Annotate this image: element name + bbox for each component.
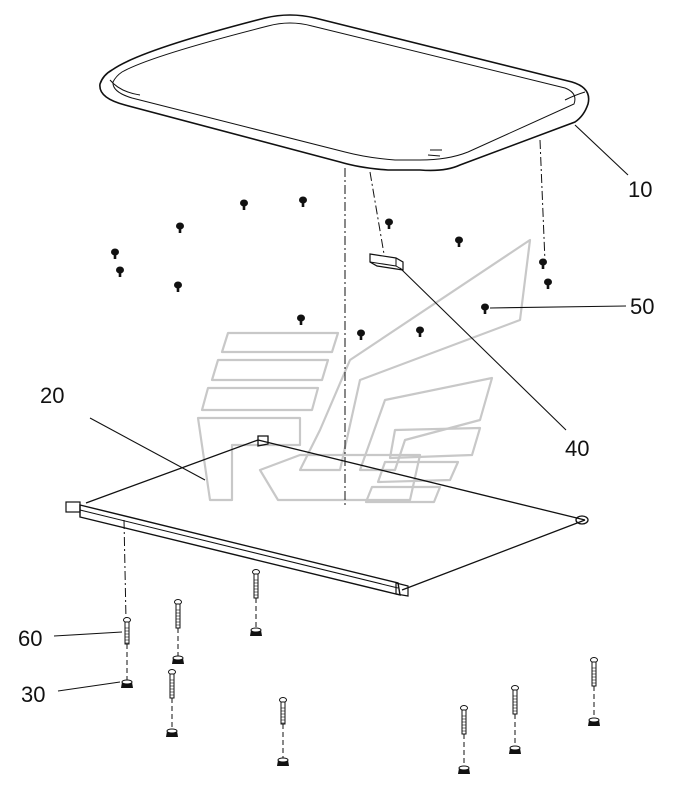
callout-30: 30 <box>21 682 45 707</box>
nut <box>509 745 521 754</box>
nut <box>588 717 600 726</box>
bolt <box>174 599 182 629</box>
block-part-40 <box>369 253 404 271</box>
bolt <box>460 705 468 735</box>
bolt <box>168 669 176 699</box>
nut <box>172 655 184 664</box>
screw <box>544 278 552 289</box>
screw <box>297 314 305 325</box>
bolt <box>590 657 598 687</box>
roller-blind <box>65 435 589 597</box>
watermark-logo <box>196 238 532 504</box>
callout-40: 40 <box>565 436 589 461</box>
bolt <box>511 685 519 715</box>
screw <box>240 199 248 210</box>
callout-60: 60 <box>18 626 42 651</box>
bolt <box>279 697 287 725</box>
bolt <box>123 617 131 645</box>
nut <box>277 757 289 766</box>
nut <box>250 627 262 636</box>
screw <box>174 281 182 292</box>
bolts-part-60 <box>121 569 600 774</box>
bolt <box>252 569 260 599</box>
nut <box>166 728 178 737</box>
screw <box>357 329 365 340</box>
nut <box>121 679 133 688</box>
screw <box>455 236 463 247</box>
screw <box>299 196 307 207</box>
callout-10: 10 <box>628 177 652 202</box>
screw <box>385 218 393 229</box>
screw <box>116 266 124 277</box>
leader-lines <box>53 124 629 692</box>
callout-20: 20 <box>40 383 64 408</box>
screw <box>176 222 184 233</box>
screw <box>539 258 547 269</box>
screw <box>416 326 424 337</box>
screws-part-50 <box>111 196 552 340</box>
callout-50: 50 <box>630 294 654 319</box>
roof-hatch-panel <box>99 14 590 172</box>
centerlines <box>123 139 546 621</box>
nut <box>458 765 470 774</box>
screw <box>111 248 119 259</box>
screw <box>481 303 489 314</box>
